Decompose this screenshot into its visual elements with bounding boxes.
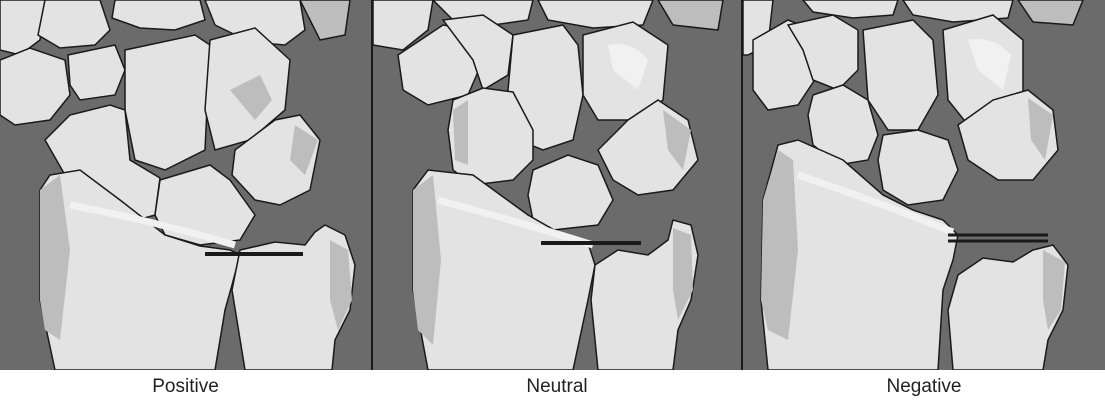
wrist-illustration-neutral: [373, 0, 741, 370]
panel-positive: [0, 0, 371, 370]
carpal-bone: [38, 0, 110, 48]
wrist-illustration-negative: [743, 0, 1105, 370]
wrist-illustration-positive: [0, 0, 371, 370]
caption-positive: Positive: [0, 376, 371, 398]
trapezoid-bone: [68, 45, 125, 100]
bone-shading: [453, 100, 468, 165]
lunate-bone: [878, 130, 958, 205]
panel-negative: [743, 0, 1105, 370]
capitate-bone: [125, 35, 210, 170]
caption-neutral: Neutral: [373, 376, 741, 398]
panel-neutral: [373, 0, 741, 370]
caption-negative: Negative: [743, 376, 1105, 398]
